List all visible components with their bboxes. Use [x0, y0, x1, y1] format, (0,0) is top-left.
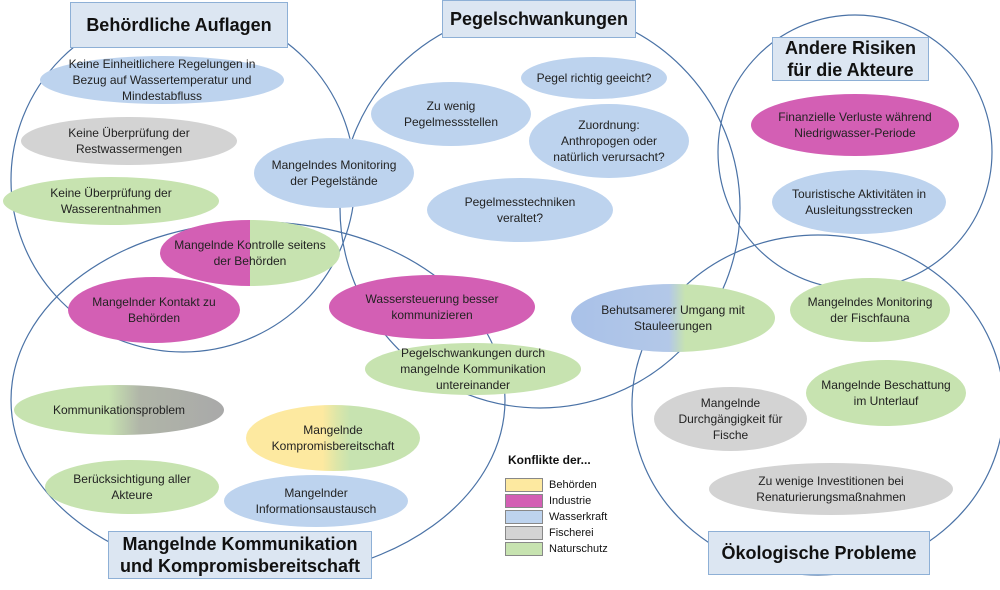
issue-pegelschwankungen-kommunikation: Pegelschwankungen durch mangelnde Kommun… [365, 343, 581, 395]
legend-label-wasserkraft: Wasserkraft [549, 511, 608, 523]
issue-monitoring-pegelstaende: Mangelndes Monitoring der Pegelstände [254, 138, 414, 208]
legend-swatch-behoerden [505, 478, 543, 492]
legend-item-wasserkraft: Wasserkraft [505, 509, 608, 525]
legend-item-industrie: Industrie [505, 493, 608, 509]
title-kommunikation-line2: und Kompromisbereitschaft [119, 556, 361, 576]
legend: Konflikte der... Behörden Industrie Wass… [505, 453, 608, 557]
legend-swatch-naturschutz [505, 542, 543, 556]
title-andere-risiken: Andere Risiken für die Akteure [772, 37, 929, 81]
issue-renaturierung: Zu wenige Investitionen bei Renaturierun… [709, 463, 953, 515]
issue-informationsaustausch: Mangelnder Informationsaustausch [224, 475, 408, 527]
issue-touristische-aktivitaeten: Touristische Aktivitäten in Ausleitungss… [772, 170, 946, 234]
legend-swatch-fischerei [505, 526, 543, 540]
legend-swatch-industrie [505, 494, 543, 508]
issue-beruecksichtigung: Berücksichtigung aller Akteure [45, 460, 219, 514]
title-oekologische-probleme: Ökologische Probleme [708, 531, 930, 575]
title-kommunikation-line1: Mangelnde Kommunikation [122, 533, 358, 554]
issue-kontakt-behoerden: Mangelnder Kontakt zu Behörden [68, 277, 240, 343]
issue-kompromissbereitschaft: Mangelnde Kompromisbereitschaft [246, 405, 420, 471]
legend-label-industrie: Industrie [549, 495, 592, 507]
issue-regelungen: Keine Einheitlichere Regelungen in Bezug… [40, 56, 284, 104]
issue-finanzielle-verluste: Finanzielle Verluste während Niedrigwass… [751, 94, 959, 156]
issue-pegelmesstechniken: Pegelmesstechniken veraltet? [427, 178, 613, 242]
legend-item-behoerden: Behörden [505, 477, 608, 493]
issue-wassersteuerung: Wassersteuerung besser kommunizieren [329, 275, 535, 339]
title-andere-risiken-line1: Andere Risiken [784, 37, 917, 58]
circle-oekologische-probleme [631, 234, 1000, 576]
issue-kommunikationsproblem: Kommunikationsproblem [14, 385, 224, 435]
legend-item-naturschutz: Naturschutz [505, 541, 608, 557]
title-kommunikation: Mangelnde Kommunikation und Kompromisber… [108, 531, 372, 579]
legend-swatch-wasserkraft [505, 510, 543, 524]
title-pegelschwankungen: Pegelschwankungen [442, 0, 636, 38]
legend-title: Konflikte der... [508, 453, 591, 467]
issue-wasserentnahmen: Keine Überprüfung der Wasserentnahmen [3, 177, 219, 225]
issue-zuordnung: Zuordnung: Anthropogen oder natürlich ve… [529, 104, 689, 178]
legend-label-behoerden: Behörden [549, 479, 597, 491]
legend-label-naturschutz: Naturschutz [549, 543, 608, 555]
issue-zu-wenig-pegelmessstellen: Zu wenig Pegelmessstellen [371, 82, 531, 146]
issue-behutsamer-umgang: Behutsamerer Umgang mit Stauleerungen [571, 284, 775, 352]
issue-kontrolle-behoerden: Mangelnde Kontrolle seitens der Behörden [160, 220, 340, 286]
issue-durchgaengigkeit: Mangelnde Durchgängigkeit für Fische [654, 387, 807, 451]
issue-pegel-geeicht: Pegel richtig geeicht? [521, 57, 667, 99]
issue-monitoring-fischfauna: Mangelndes Monitoring der Fischfauna [790, 278, 950, 342]
legend-label-fischerei: Fischerei [549, 527, 594, 539]
issue-beschattung: Mangelnde Beschattung im Unterlauf [806, 360, 966, 426]
title-andere-risiken-line2: für die Akteure [787, 60, 914, 80]
issue-restwassermengen: Keine Überprüfung der Restwassermengen [21, 117, 237, 165]
title-behoerdliche-auflagen: Behördliche Auflagen [70, 2, 288, 48]
legend-item-fischerei: Fischerei [505, 525, 608, 541]
